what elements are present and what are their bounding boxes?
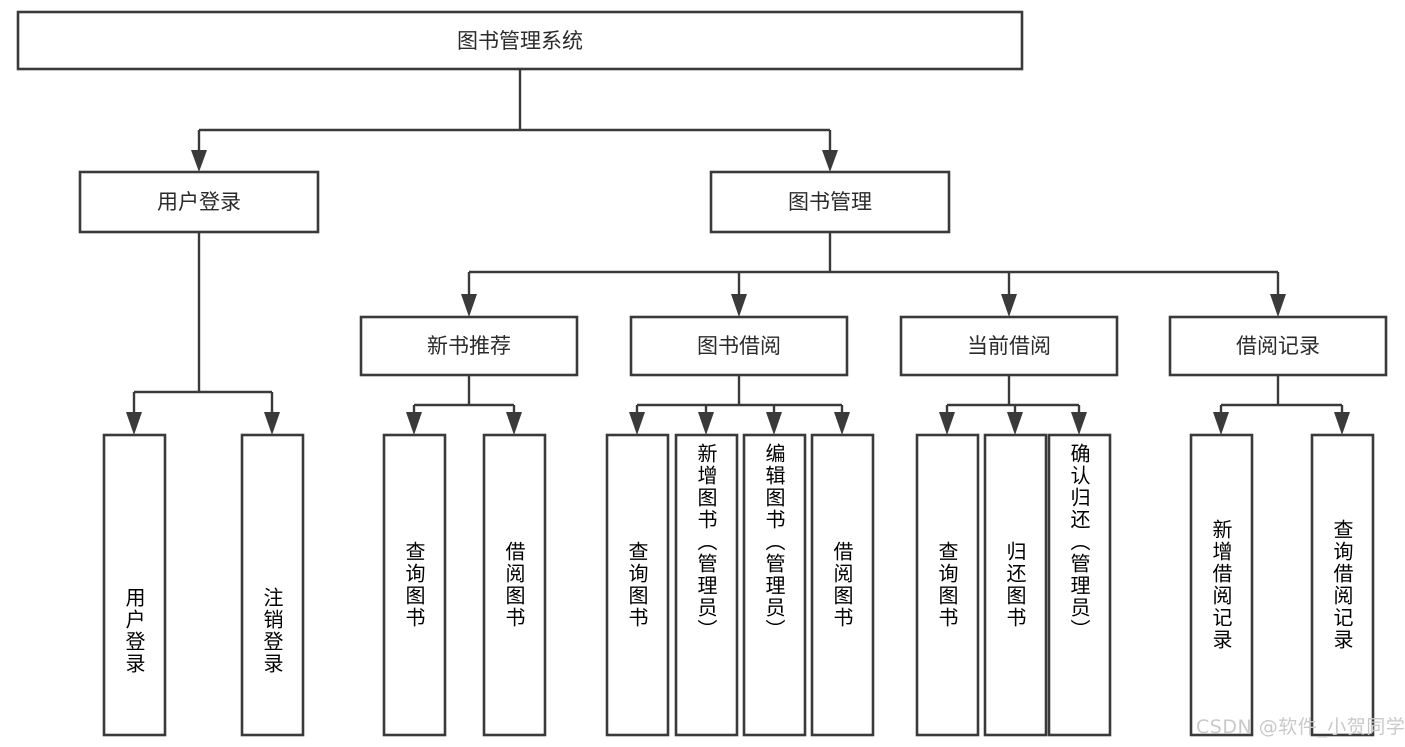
- node-leaf-confirm-return[interactable]: 确认归还（管理员）: [1049, 435, 1110, 735]
- arrow-head-user-login: [191, 150, 207, 172]
- arrow-head-leaf-confirm-return: [1071, 412, 1087, 435]
- node-leaf-query-record[interactable]: 查询借阅记录: [1312, 435, 1373, 735]
- node-leaf-logout-login-box[interactable]: [240, 433, 305, 737]
- arrow-head-leaf-edit-book: [766, 412, 782, 435]
- node-new-book-rec-box[interactable]: [359, 315, 579, 377]
- node-leaf-borrow-book-1-label: 借阅图书: [502, 541, 526, 629]
- node-leaf-query-book-2[interactable]: 查询图书: [607, 435, 668, 735]
- arrow-head-leaf-user-login: [126, 412, 142, 435]
- node-book-manage[interactable]: 图书管理: [709, 170, 951, 234]
- node-current-borrow-box[interactable]: [899, 315, 1119, 377]
- node-book-manage-box[interactable]: [709, 170, 951, 234]
- node-leaf-borrow-book-1-box[interactable]: [482, 433, 547, 737]
- node-leaf-query-book-2-box[interactable]: [605, 433, 670, 737]
- node-book-borrow-label: 图书借阅: [697, 334, 781, 358]
- node-leaf-add-book-label: 新增图书（管理员）: [694, 443, 718, 641]
- node-leaf-return-book[interactable]: 归还图书: [985, 435, 1046, 735]
- node-leaf-query-book-3-box[interactable]: [915, 433, 980, 737]
- node-borrow-record-box[interactable]: [1168, 315, 1388, 377]
- node-leaf-borrow-book-2-box[interactable]: [810, 433, 875, 737]
- node-leaf-query-record-box[interactable]: [1310, 433, 1375, 737]
- node-user-login-box[interactable]: [78, 170, 320, 234]
- node-current-borrow[interactable]: 当前借阅: [899, 315, 1119, 377]
- node-new-book-rec[interactable]: 新书推荐: [359, 315, 579, 377]
- node-leaf-query-record-label: 查询借阅记录: [1330, 519, 1354, 651]
- node-leaf-query-book-1[interactable]: 查询图书: [384, 435, 445, 735]
- node-book-borrow[interactable]: 图书借阅: [629, 315, 849, 377]
- node-leaf-add-record-label: 新增借阅记录: [1209, 519, 1233, 651]
- node-leaf-borrow-book-1[interactable]: 借阅图书: [484, 435, 545, 735]
- node-leaf-add-record[interactable]: 新增借阅记录: [1191, 435, 1252, 735]
- leaf-box-layer: [102, 433, 1375, 737]
- node-leaf-borrow-book-2[interactable]: 借阅图书: [812, 435, 873, 735]
- arrow-head-leaf-borrow-book-1: [506, 412, 522, 435]
- node-leaf-logout-login-label: 注销登录: [260, 587, 284, 675]
- arrow-head-leaf-logout-login: [264, 412, 280, 435]
- node-leaf-edit-book-label: 编辑图书（管理员）: [762, 443, 786, 641]
- node-user-login[interactable]: 用户登录: [78, 170, 320, 234]
- arrow-head-leaf-query-book-3: [939, 412, 955, 435]
- node-leaf-logout-login[interactable]: 注销登录: [242, 435, 303, 735]
- node-leaf-query-book-2-label: 查询图书: [625, 541, 649, 629]
- node-book-borrow-box[interactable]: [629, 315, 849, 377]
- node-leaf-query-book-1-box[interactable]: [382, 433, 447, 737]
- node-leaf-return-book-label: 归还图书: [1003, 541, 1027, 629]
- node-leaf-confirm-return-box[interactable]: [1047, 433, 1112, 737]
- arrow-head-book-manage: [822, 150, 838, 172]
- node-leaf-add-book[interactable]: 新增图书（管理员）: [676, 435, 737, 735]
- node-leaf-query-book-3-label: 查询图书: [935, 541, 959, 629]
- node-leaf-user-login[interactable]: 用户登录: [104, 435, 165, 735]
- arrow-head-borrow-record: [1270, 294, 1286, 317]
- node-leaf-add-book-box[interactable]: [674, 433, 739, 737]
- node-book-manage-label: 图书管理: [788, 190, 872, 214]
- node-leaf-query-book-1-label: 查询图书: [402, 541, 426, 629]
- node-root[interactable]: 图书管理系统: [16, 10, 1024, 71]
- node-leaf-edit-book[interactable]: 编辑图书（管理员）: [744, 435, 805, 735]
- arrow-head-leaf-add-book: [698, 412, 714, 435]
- node-leaf-query-book-3[interactable]: 查询图书: [917, 435, 978, 735]
- node-leaf-user-login-label: 用户登录: [122, 587, 146, 675]
- node-user-login-label: 用户登录: [157, 190, 241, 214]
- node-leaf-borrow-book-2-label: 借阅图书: [830, 541, 854, 629]
- arrow-head-new-book-rec: [461, 294, 477, 317]
- arrow-head-leaf-query-book-2: [629, 412, 645, 435]
- csdn-watermark: CSDN @软件_小贺同学: [1196, 716, 1405, 738]
- arrow-head-leaf-query-record: [1334, 412, 1350, 435]
- arrow-head-book-borrow: [731, 294, 747, 317]
- node-new-book-rec-label: 新书推荐: [427, 334, 511, 358]
- node-current-borrow-label: 当前借阅: [967, 334, 1051, 358]
- arrow-head-current-borrow: [1001, 294, 1017, 317]
- arrow-head-leaf-return-book: [1007, 412, 1023, 435]
- node-leaf-return-book-box[interactable]: [983, 433, 1048, 737]
- arrow-head-leaf-query-book-1: [406, 412, 422, 435]
- connector-layer: [126, 69, 1350, 435]
- node-root-label: 图书管理系统: [457, 29, 583, 53]
- arrow-head-leaf-borrow-book-2: [834, 412, 850, 435]
- node-leaf-edit-book-box[interactable]: [742, 433, 807, 737]
- node-root-box[interactable]: [16, 10, 1024, 71]
- arrow-head-leaf-add-record: [1213, 412, 1229, 435]
- node-leaf-add-record-box[interactable]: [1189, 433, 1254, 737]
- node-borrow-record[interactable]: 借阅记录: [1168, 315, 1388, 377]
- node-leaf-confirm-return-label: 确认归还（管理员）: [1067, 443, 1091, 641]
- node-borrow-record-label: 借阅记录: [1236, 334, 1320, 358]
- node-leaf-user-login-box[interactable]: [102, 433, 167, 737]
